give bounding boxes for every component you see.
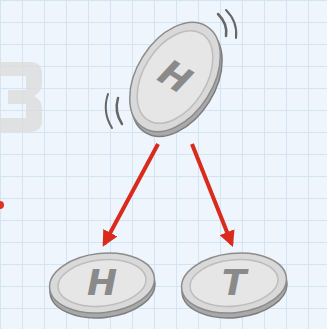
coin-face-letter: H xyxy=(87,265,117,301)
motion-line xyxy=(226,10,236,38)
coin: H xyxy=(46,246,158,320)
coin: H xyxy=(122,12,228,142)
motion-line xyxy=(117,98,122,124)
coin: T xyxy=(178,246,290,320)
outcome-arrow xyxy=(104,144,158,244)
coin-face-letter: T xyxy=(222,265,247,301)
cut-off-shape xyxy=(0,62,42,132)
motion-line xyxy=(106,94,112,128)
red-dot xyxy=(0,201,4,209)
motion-line xyxy=(218,14,226,36)
outcome-arrow xyxy=(192,144,232,244)
